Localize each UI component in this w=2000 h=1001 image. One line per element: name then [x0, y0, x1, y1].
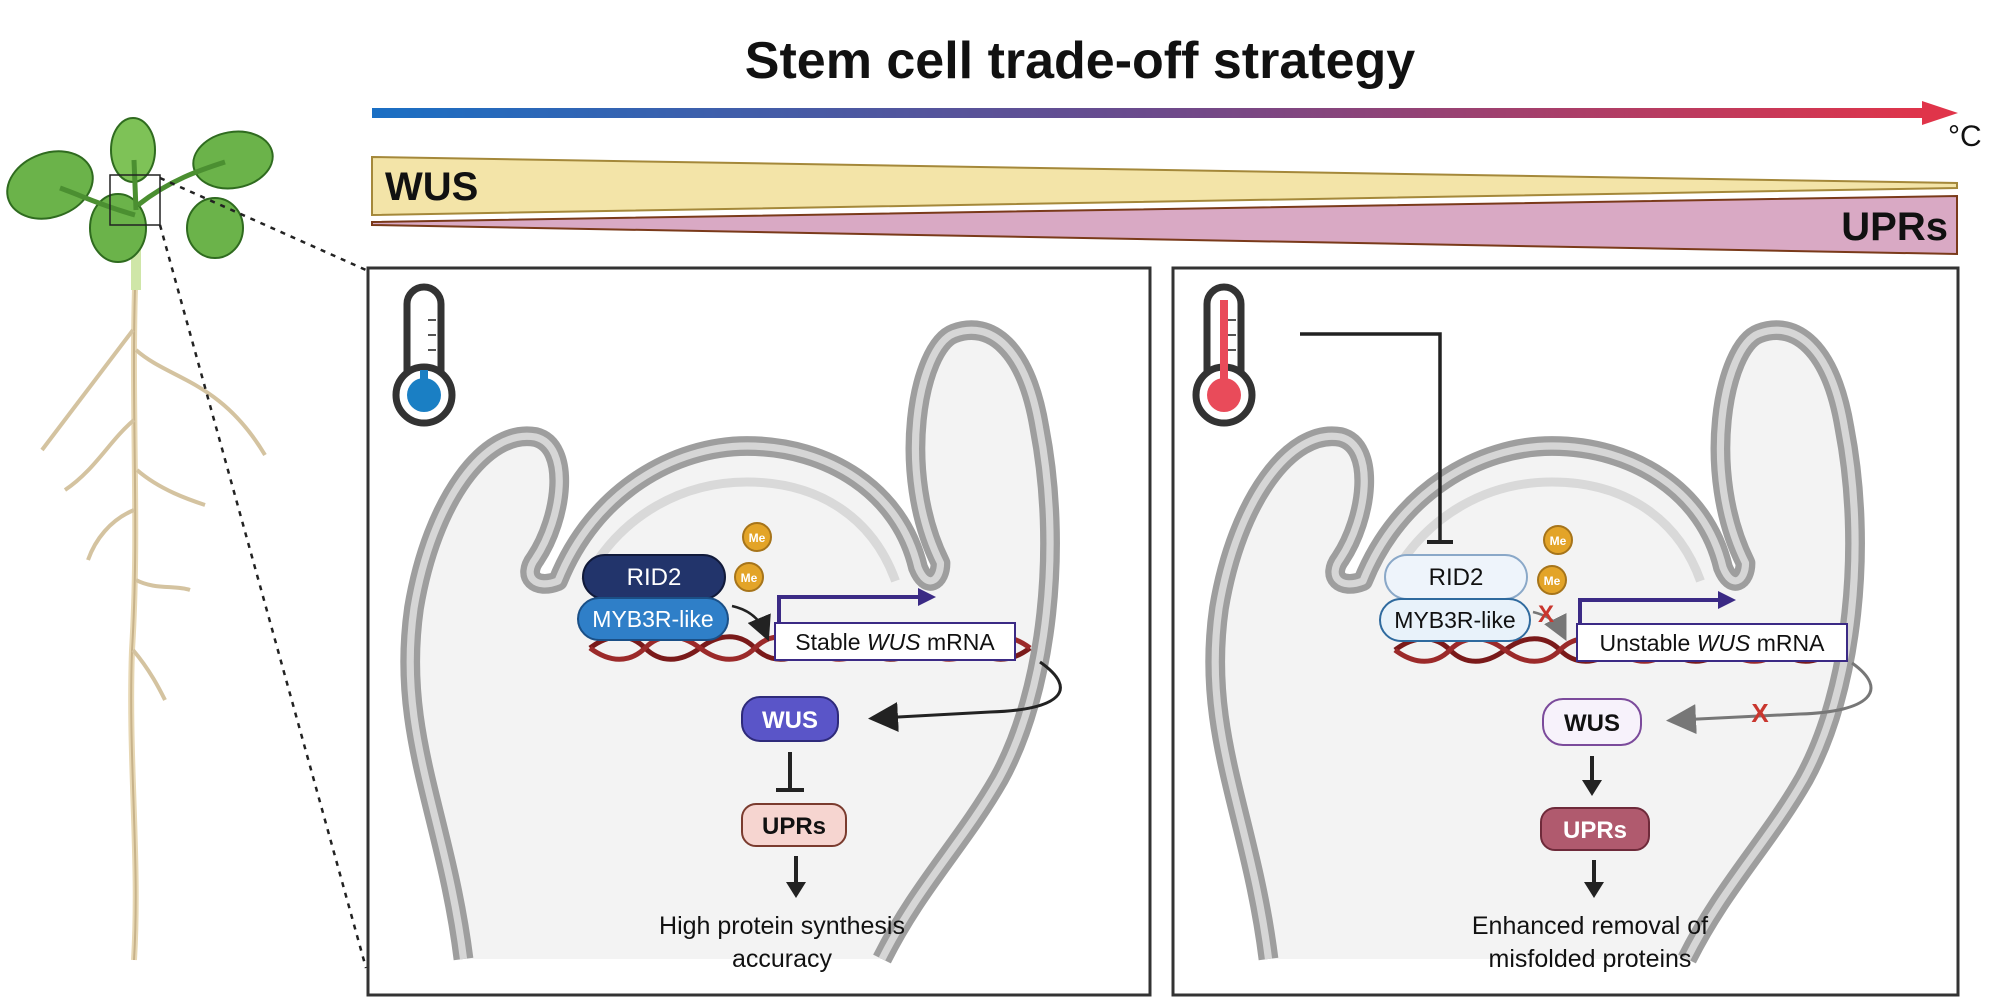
uprs-node-label: UPRs: [1563, 817, 1627, 844]
svg-text:Me: Me: [749, 531, 766, 545]
methyl-group-icon: Me Me: [734, 522, 772, 592]
uprs-node: [741, 803, 847, 847]
rid2-label: RID2: [627, 564, 682, 591]
unstable-wus-mrna-label: Unstable WUS mRNA: [1600, 630, 1826, 656]
translation-arrow: [868, 660, 1062, 732]
thermometer-hot-icon: [1192, 283, 1256, 427]
transcription-start-arrow: [1578, 598, 1720, 632]
high-temperature-panel: RID2 MYB3R-like Me Me X Unstable WUS mRN…: [1171, 266, 1960, 997]
myb3r-like-protein: [1379, 598, 1531, 642]
zoom-line-bottom: [158, 224, 368, 969]
stable-wus-mrna-label: Stable WUS mRNA: [795, 629, 995, 655]
wus-protein: [1542, 698, 1642, 746]
uprs-gradient-wedge: [371, 194, 1958, 256]
stable-wus-mrna-box: [774, 622, 1016, 661]
wus-gradient-label: WUS: [385, 165, 478, 209]
activation-arrow: [1582, 780, 1602, 796]
uprs-gradient-label: UPRs: [1841, 205, 1948, 249]
plant-icon: [6, 117, 274, 961]
outcome-arrow: [1584, 882, 1604, 898]
wus-protein: [741, 696, 839, 742]
svg-text:Me: Me: [1544, 574, 1561, 588]
heat-inhibition-line: [1300, 332, 1442, 540]
temperature-arrow: [372, 101, 1958, 125]
low-temperature-panel: RID2 MYB3R-like Me Me Stable WUS mRNA WU…: [366, 266, 1152, 997]
outcome-arrow: [786, 882, 806, 898]
myb3r-like-protein: [577, 597, 729, 641]
translation-block-mark: X: [1751, 698, 1769, 728]
diagram-title: Stem cell trade-off strategy: [745, 32, 1415, 90]
blocked-translation-arrow: [1666, 661, 1873, 735]
methyl-group-icon: Me Me: [1537, 525, 1573, 595]
outcome-text-line2: accuracy: [732, 945, 833, 973]
outcome-text-line1: High protein synthesis: [659, 912, 905, 940]
zoom-line-top: [159, 176, 367, 272]
myb3r-like-label: MYB3R-like: [1394, 607, 1515, 633]
svg-text:Me: Me: [741, 571, 758, 585]
thermometer-cold-icon: [392, 283, 456, 427]
uprs-node-label: UPRs: [762, 813, 826, 840]
uprs-node: [1540, 807, 1650, 851]
wus-protein-label: WUS: [1564, 710, 1620, 737]
outcome-text-line2: misfolded proteins: [1489, 945, 1692, 973]
outcome-text-line1: Enhanced removal of: [1472, 912, 1708, 940]
wus-protein-label: WUS: [762, 707, 818, 734]
rid2-label: RID2: [1429, 564, 1484, 591]
blocked-binding-arrow: [1532, 610, 1567, 641]
binding-arrow: [731, 604, 771, 642]
binding-block-mark: X: [1538, 601, 1554, 628]
transcription-start-arrow: [777, 595, 920, 628]
svg-text:Me: Me: [1550, 534, 1567, 548]
unstable-wus-mrna-box: [1576, 623, 1848, 662]
meristem-zoom-box: [109, 174, 161, 226]
myb3r-like-label: MYB3R-like: [592, 606, 713, 632]
wus-gradient-wedge: [371, 155, 1958, 217]
temperature-unit-label: °C: [1948, 120, 1982, 153]
